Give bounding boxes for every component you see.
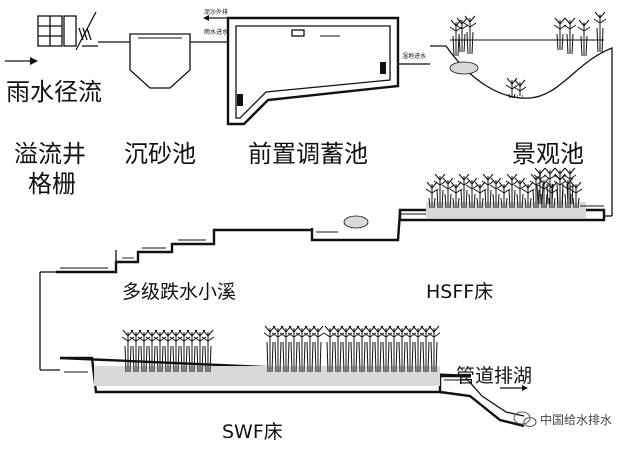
reed-plant-icon [465, 177, 479, 209]
reed-plant-icon [271, 325, 285, 373]
reed-plant-icon [403, 325, 417, 373]
reed-plant-icon [411, 325, 425, 373]
reed-plant-icon [513, 79, 527, 97]
reed-plant-icon [279, 325, 293, 373]
swf-bed [59, 356, 471, 394]
wechat-icon [513, 411, 537, 427]
lake-discharge-label: 管道排湖 [456, 365, 532, 387]
reed-plant-icon [153, 329, 167, 373]
reed-plant-icon [553, 167, 567, 205]
reed-plant-icon [371, 325, 385, 373]
reed-plant-icon [457, 173, 471, 209]
reed-plant-icon [577, 19, 591, 57]
reed-plant-icon [193, 329, 207, 373]
reed-plant-icon [473, 181, 487, 209]
grille-icon [78, 27, 92, 41]
overflow-well-label: 溢流井 [14, 140, 86, 168]
reed-plant-icon [553, 17, 567, 51]
reed-plant-icon [121, 329, 135, 373]
reed-plant-icon [287, 325, 301, 373]
landscape-pond-label: 景观池 [512, 140, 584, 168]
grille-label: 格栅 [28, 170, 76, 198]
reed-plant-icon [185, 329, 199, 373]
reed-plant-icon [201, 329, 215, 373]
multistage-stream-label: 多级跌水小溪 [122, 281, 236, 303]
reed-plant-icon [455, 17, 469, 53]
reed-plant-icon [395, 325, 409, 373]
runoff-inflow-arrow [5, 57, 38, 65]
reed-plant-icon [387, 325, 401, 373]
reed-plant-icon [355, 325, 369, 373]
reed-plant-icon [295, 325, 309, 373]
pre-storage-tank [226, 16, 400, 126]
reed-plant-icon [145, 329, 159, 373]
reed-plant-icon [137, 329, 151, 373]
rain-in-label: 雨水进水 [204, 28, 228, 36]
landscape-pond [430, 39, 613, 216]
reed-plant-icon [441, 177, 455, 209]
reed-plant-icon [427, 325, 441, 373]
reed-plant-icon [449, 19, 463, 57]
pump-icon [237, 62, 386, 106]
reed-plant-icon [419, 325, 433, 373]
reed-plant-icon [543, 167, 557, 205]
reed-plant-icon [169, 329, 183, 373]
reed-plant-icon [331, 325, 345, 373]
pre-storage-label: 前置调蓄池 [248, 140, 368, 168]
reed-plant-icon [505, 173, 519, 209]
reed-plant-icon [593, 11, 607, 53]
reed-plant-icon [433, 173, 447, 209]
reed-plant-icon [449, 181, 463, 209]
watermark: 中国给水排水 [513, 411, 612, 427]
reed-plant-icon [311, 325, 325, 373]
reed-plant-icon [505, 77, 519, 99]
reed-plant-icon [497, 181, 511, 209]
lift-out-arrow [203, 15, 232, 21]
reed-plant-icon [425, 181, 439, 209]
hsff-bed-label: HSFF床 [426, 281, 493, 303]
reed-plant-icon [303, 325, 317, 373]
reed-plant-icon [563, 17, 577, 55]
reed-plant-icon [339, 325, 353, 373]
watermark-text: 中国给水排水 [540, 412, 612, 427]
lake-outlet-pipe [439, 377, 528, 428]
reed-plant-icon [521, 181, 535, 209]
reed-plant-icon [463, 15, 477, 55]
reed-plant-icon [263, 325, 277, 373]
reed-plant-icon [533, 167, 547, 205]
reed-plant-icon [563, 167, 577, 205]
reed-plant-icon [121, 11, 607, 373]
lift-out-label: 泥沙外排 [204, 8, 228, 16]
reed-plant-icon [489, 177, 503, 209]
reed-plant-icon [481, 173, 495, 209]
reed-plant-icon [129, 329, 143, 373]
swf-bed-label: SWF床 [222, 421, 283, 443]
multistage-stream [56, 228, 312, 274]
runoff-label: 雨水径流 [6, 78, 102, 106]
overflow-well-grille [37, 11, 98, 51]
reed-plant-icon [529, 173, 543, 209]
grit-chamber-tank [129, 33, 191, 89]
hsff-inlet-pool [310, 211, 402, 242]
reed-plant-icon [177, 329, 191, 373]
grit-chamber-label: 沉砂池 [124, 140, 196, 168]
reed-plant-icon [379, 325, 393, 373]
reed-plant-icon [161, 329, 175, 373]
reed-plant-icon [513, 177, 527, 209]
reed-plant-icon [347, 325, 361, 373]
reed-plant-icon [323, 325, 337, 373]
reed-plant-icon [363, 325, 377, 373]
pond-out-label: 湿地进水 [402, 52, 426, 60]
